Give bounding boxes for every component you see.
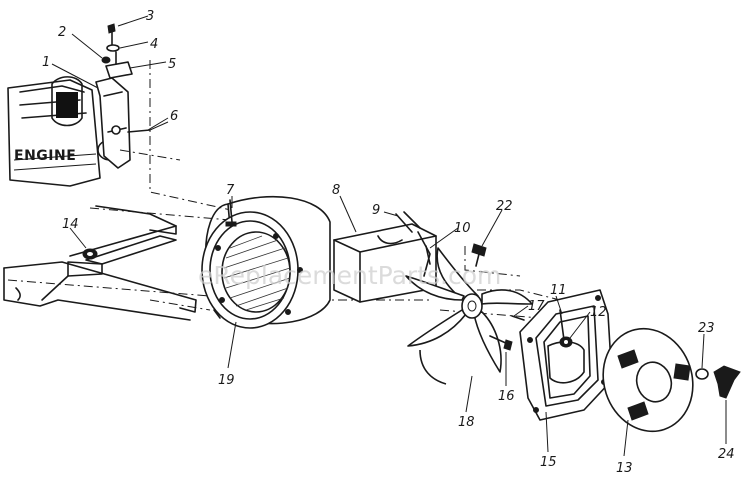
callout-23: 23 <box>698 321 715 336</box>
hex-nut-14 <box>82 248 98 260</box>
cover-plate <box>519 289 613 421</box>
rotor-disc <box>602 327 694 433</box>
callout-13: 13 <box>616 461 633 476</box>
engine-label: ENGINE <box>14 148 76 164</box>
screws-9 <box>395 211 421 233</box>
callout-11: 11 <box>550 283 567 298</box>
callout-14: 14 <box>62 217 79 232</box>
nut-12 <box>559 336 573 348</box>
callout-labels: 3 2 4 1 5 6 7 8 9 10 22 14 19 17 11 12 1… <box>42 9 735 476</box>
screw-10 <box>425 245 431 265</box>
callout-10: 10 <box>454 221 471 236</box>
callout-3: 3 <box>146 9 154 24</box>
screw-3 <box>107 23 116 46</box>
bolt-16 <box>489 335 513 351</box>
washer-4 <box>106 44 120 52</box>
callout-8: 8 <box>332 183 340 198</box>
screw-7 <box>225 199 237 227</box>
blower-housing <box>201 195 331 329</box>
impeller <box>405 247 533 385</box>
callout-19: 19 <box>218 373 235 388</box>
callout-5: 5 <box>168 57 176 72</box>
key-17 <box>511 315 525 321</box>
mounting-plate <box>3 205 197 321</box>
nut-2 <box>101 56 111 64</box>
callout-6: 6 <box>170 109 178 124</box>
callout-9: 9 <box>372 203 380 218</box>
callout-18: 18 <box>458 415 475 430</box>
callout-15: 15 <box>540 455 557 470</box>
watermark-text: eReplacementParts.com <box>198 261 501 290</box>
mount-bracket <box>95 51 133 169</box>
bolt-24 <box>713 365 741 399</box>
callout-24: 24 <box>718 447 735 462</box>
screw-22 <box>471 243 487 267</box>
callout-12: 12 <box>590 305 607 320</box>
callout-1: 1 <box>42 55 50 70</box>
leader-lines <box>51 15 727 457</box>
callout-2: 2 <box>58 25 66 40</box>
washer-23 <box>695 368 709 380</box>
callout-22: 22 <box>496 199 513 214</box>
callout-16: 16 <box>498 389 515 404</box>
bolt-11 <box>559 309 565 341</box>
bolt-6 <box>127 121 169 133</box>
callout-17: 17 <box>528 299 545 314</box>
callout-7: 7 <box>226 183 235 198</box>
callout-4: 4 <box>150 37 158 52</box>
